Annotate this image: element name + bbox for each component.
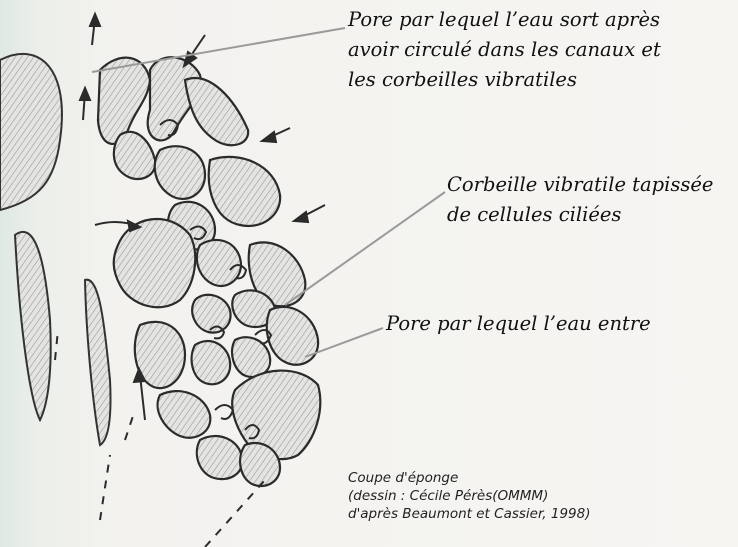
label-basket-line1: Corbeille vibratile tapissée	[447, 170, 713, 200]
caption-line2: (dessin : Cécile Pérès(OMMM)	[348, 487, 590, 505]
label-pore-out: Pore par lequel l’eau sort après avoir c…	[348, 5, 661, 95]
label-pore-out-line3: les corbeilles vibratiles	[348, 65, 661, 95]
label-pore-in: Pore par lequel l’eau entre	[386, 309, 651, 339]
label-basket-line2: de cellules ciliées	[447, 200, 713, 230]
caption: Coupe d'éponge (dessin : Cécile Pérès(OM…	[348, 469, 590, 523]
caption-line1: Coupe d'éponge	[348, 469, 590, 487]
left-wall-fragments	[0, 54, 111, 445]
label-basket: Corbeille vibratile tapissée de cellules…	[447, 170, 713, 230]
label-pore-out-line1: Pore par lequel l’eau sort après	[348, 5, 661, 35]
label-pore-out-line2: avoir circulé dans les canaux et	[348, 35, 661, 65]
caption-line3: d'après Beaumont et Cassier, 1998)	[348, 505, 590, 523]
